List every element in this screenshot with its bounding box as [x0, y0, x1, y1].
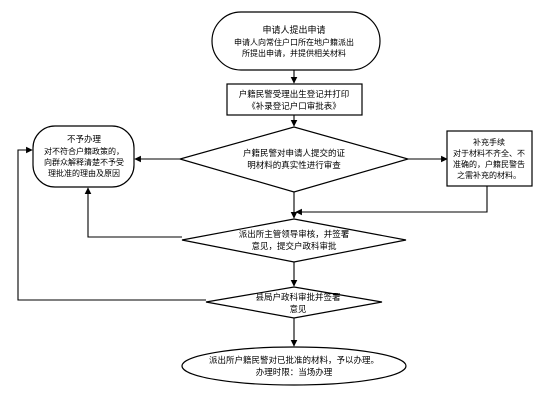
verify-node-line1: 户籍民警对申请人提交的证	[243, 148, 346, 159]
station-review-line1: 派出所主管领导审核，并签署	[239, 229, 350, 240]
supplement-node-line4: 之需补充的材料。	[457, 170, 521, 180]
county-review-node: 县局户政科审批并签署 意见	[205, 286, 383, 319]
reject-node: 不予办理 对不符合户籍政策的， 向群众解释清楚不予受 理批准的理由及原因	[32, 125, 135, 188]
arrow-supplement-back	[295, 186, 488, 216]
finish-node: 派出所户籍民警对已批准的材料，予以办理。 办理时限：当场办理	[181, 346, 407, 386]
register-node: 户籍民警受理出生登记并打印 《补录登记户口审批表》	[226, 83, 363, 116]
start-node-line2: 申请人向常住户口所在地户籍派出	[234, 37, 354, 47]
county-review-line2: 意见	[289, 304, 307, 315]
finish-node-line2: 办理时限：当场办理	[256, 367, 333, 378]
start-node: 申请人提出申请 申请人向常住户口所在地户籍派出 所提出申请，并提供相关材料	[211, 11, 381, 71]
finish-node-line1: 派出所户籍民警对已批准的材料，予以办理。	[209, 355, 379, 366]
verify-node-line2: 明材料的真实性进行审查	[247, 160, 341, 171]
register-node-line2: 《补录登记户口审批表》	[247, 101, 341, 112]
station-review-node: 派出所主管领导审核，并签署 意见，提交户政科审批	[181, 218, 407, 263]
supplement-node-line3: 准确的，户籍民警告	[453, 159, 525, 169]
supplement-node: 补充手续 对于材料不齐全、不 准确的，户籍民警告 之需补充的材料。	[446, 130, 533, 187]
start-node-line3: 所提出申请，并提供相关材料	[242, 48, 346, 58]
connectors	[17, 70, 488, 347]
verify-node: 户籍民警对申请人提交的证 明材料的真实性进行审查	[177, 126, 411, 193]
arrow-station-to-reject	[84, 187, 182, 238]
reject-node-line2: 对不符合户籍政策的，	[44, 146, 124, 156]
county-review-line1: 县局户政科审批并签署	[255, 292, 341, 303]
reject-node-line4: 理批准的理由及原因	[48, 168, 120, 178]
start-node-title: 申请人提出申请	[262, 24, 325, 36]
supplement-node-line2: 对于材料不齐全、不	[453, 148, 525, 158]
supplement-node-title: 补充手续	[473, 137, 505, 147]
reject-node-line3: 向群众解释清楚不予受	[44, 157, 124, 167]
arrow-county-to-reject	[17, 146, 206, 301]
reject-node-title: 不予办理	[67, 134, 102, 145]
register-node-line1: 户籍民警受理出生登记并打印	[239, 89, 350, 100]
station-review-line2: 意见，提交户政科审批	[251, 241, 337, 252]
